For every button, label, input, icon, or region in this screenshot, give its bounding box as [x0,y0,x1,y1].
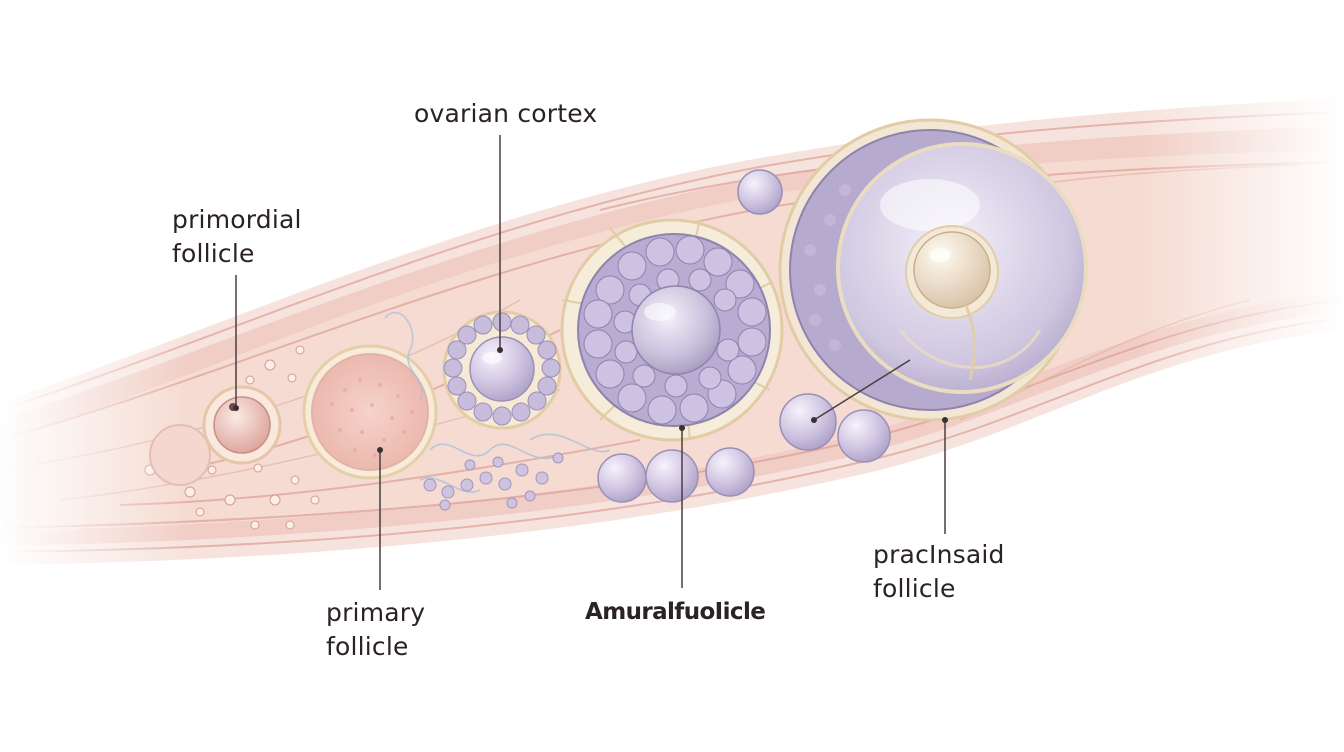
label-primordial-follicle: primordial follicle [172,203,302,271]
label-antral-text: AmuralfuoIicle [585,595,765,629]
label-preovulatory-line2: follicle [873,572,1005,606]
label-primordial-line1: primordial [172,203,302,237]
label-ovarian-cortex: ovarian cortex [414,97,597,131]
label-primary-line2: follicle [326,630,425,664]
label-preovulatory-line1: pracInsaid [873,538,1005,572]
antral-follicle [562,220,782,440]
label-primary-line1: primary [326,596,425,630]
label-ovarian-cortex-text: ovarian cortex [414,97,597,131]
secondary-follicle [444,312,560,428]
label-antral-follicle: AmuralfuoIicle [585,595,765,629]
label-primary-follicle: primary follicle [326,596,425,664]
primary-follicle [304,346,436,478]
label-preovulatory-follicle: pracInsaid follicle [873,538,1005,606]
label-primordial-line2: follicle [172,237,302,271]
